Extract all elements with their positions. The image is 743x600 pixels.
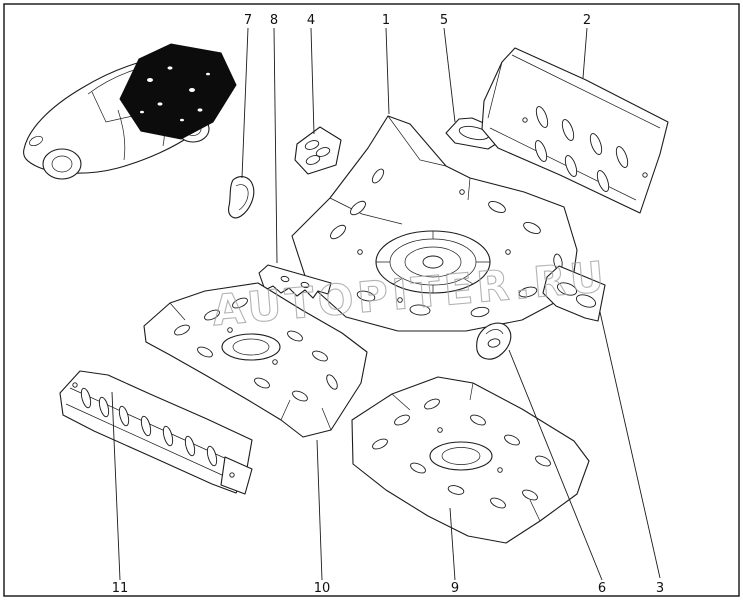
part-10-mid-floor-panel [143,282,368,438]
leader-line-3 [599,311,661,579]
part-4-panel [294,126,342,175]
leader-line-6 [508,349,603,581]
leader-line-1 [385,27,390,115]
highlighted-floor-area [119,43,237,140]
callout-9: 9 [451,581,459,596]
car-front-wheel [42,148,82,180]
page-border [3,3,740,597]
part-3-panel [542,265,606,322]
callout-3: 3 [656,581,664,596]
callout-8: 8 [270,13,278,28]
part-7-bracket [228,176,255,219]
part-2-rear-panel [481,47,669,214]
car-front-wheel-hub [51,155,73,173]
leader-line-11 [111,391,121,581]
part-11-side-panel [59,370,253,495]
car-door-line [117,109,126,161]
callout-5: 5 [440,13,448,28]
part-1-rear-floor-panel [291,115,578,332]
car-headlight [29,135,43,147]
leader-line-7 [241,27,249,179]
callout-2: 2 [583,13,591,28]
leader-line-2 [582,27,588,79]
leader-line-10 [316,439,323,581]
callout-1: 1 [382,13,390,28]
callout-4: 4 [307,13,315,28]
part-8-crossmember [258,264,332,299]
part-6-bracket [476,322,512,360]
highlight-speckles [140,66,210,122]
callout-6: 6 [598,581,606,596]
callout-11: 11 [112,581,129,596]
leader-line-9 [449,507,456,581]
leader-line-4 [310,27,315,135]
part-9-floor-panel [351,376,590,544]
leader-line-5 [443,27,456,123]
callout-10: 10 [314,581,331,596]
car-thumbnail [23,43,237,180]
leader-line-8 [273,27,278,264]
callout-7: 7 [244,13,252,28]
